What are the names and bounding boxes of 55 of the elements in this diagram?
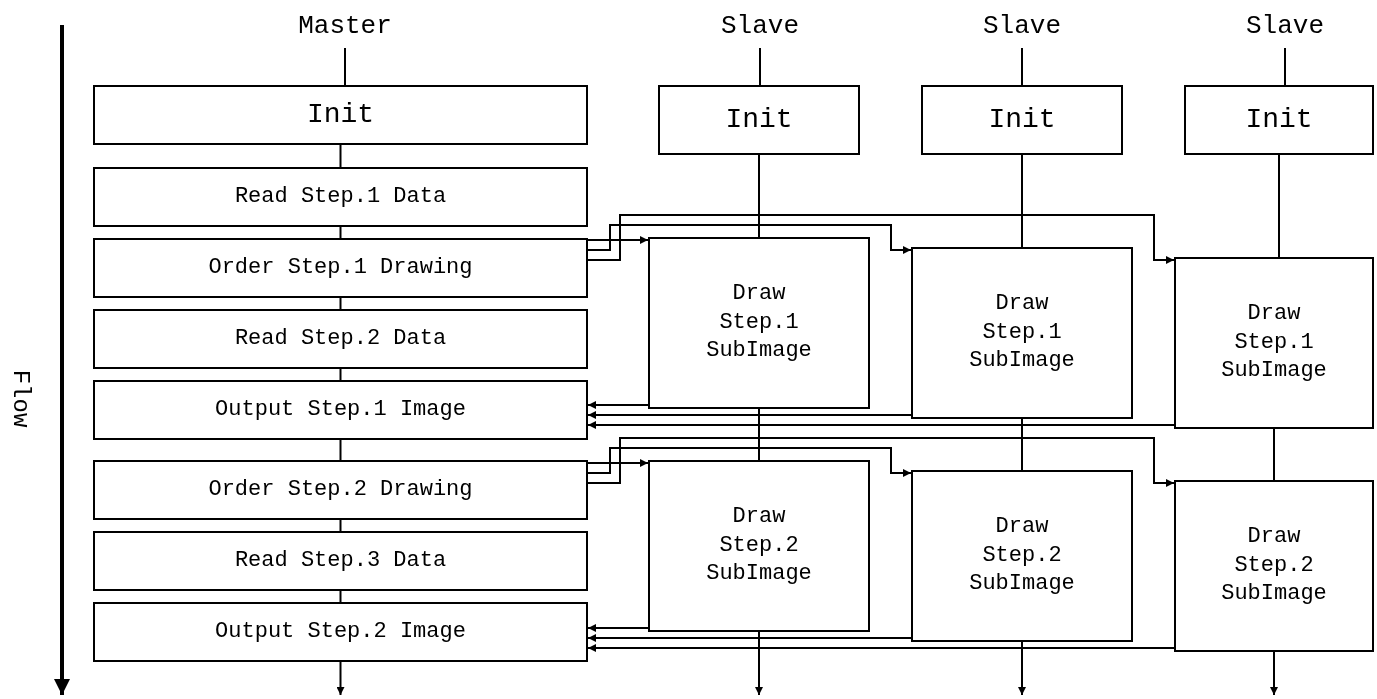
arrow: [1270, 651, 1278, 696]
process-box: Output Step.1 Image: [93, 380, 588, 440]
arrow: [587, 644, 1175, 652]
process-box: Order Step.2 Drawing: [93, 460, 588, 520]
process-box: Draw Step.1 SubImage: [911, 247, 1133, 419]
connector-line: [759, 47, 761, 86]
arrow: [755, 631, 763, 696]
arrow: [587, 411, 912, 419]
connector-line: [339, 368, 342, 381]
arrow: [587, 447, 912, 477]
connector-line: [1273, 428, 1275, 481]
arrow: [1018, 641, 1026, 696]
arrow: [587, 624, 649, 632]
process-box: Draw Step.2 SubImage: [911, 470, 1133, 642]
arrow: [336, 661, 345, 696]
connector-line: [1278, 154, 1280, 258]
process-box: Read Step.3 Data: [93, 531, 588, 591]
connector-line: [758, 408, 760, 461]
lane-header: Slave: [700, 6, 820, 48]
process-box: Read Step.1 Data: [93, 167, 588, 227]
process-box: Output Step.2 Image: [93, 602, 588, 662]
process-box: Order Step.1 Drawing: [93, 238, 588, 298]
connector-line: [1021, 418, 1023, 471]
connector-line: [1021, 47, 1023, 86]
process-box: Draw Step.1 SubImage: [1174, 257, 1374, 429]
lane-header: Slave: [962, 6, 1082, 48]
process-box: Init: [921, 85, 1123, 155]
arrow: [587, 437, 1175, 487]
arrow: [587, 214, 1175, 264]
process-box: Draw Step.2 SubImage: [648, 460, 870, 632]
connector-line: [339, 297, 342, 310]
connector-line: [339, 144, 342, 168]
process-box: Init: [93, 85, 588, 145]
process-box: Read Step.2 Data: [93, 309, 588, 369]
flow-label: Flow: [7, 369, 35, 428]
arrow: [587, 634, 912, 642]
process-box: Draw Step.1 SubImage: [648, 237, 870, 409]
connector-line: [758, 154, 760, 238]
connector-line: [344, 47, 346, 86]
arrow: [587, 224, 912, 254]
process-box: Draw Step.2 SubImage: [1174, 480, 1374, 652]
lane-header: Slave: [1225, 6, 1345, 48]
process-box: Init: [658, 85, 860, 155]
lane-header: Master: [285, 6, 405, 48]
process-box: Init: [1184, 85, 1374, 155]
arrow: [587, 459, 649, 467]
connector-line: [339, 519, 342, 532]
arrow: [587, 236, 649, 244]
connector-line: [1021, 154, 1023, 248]
connector-line: [339, 590, 342, 603]
arrow: [587, 401, 649, 409]
connector-line: [339, 439, 342, 461]
connector-line: [339, 226, 342, 239]
connector-line: [1284, 47, 1286, 86]
arrow: [587, 421, 1175, 429]
